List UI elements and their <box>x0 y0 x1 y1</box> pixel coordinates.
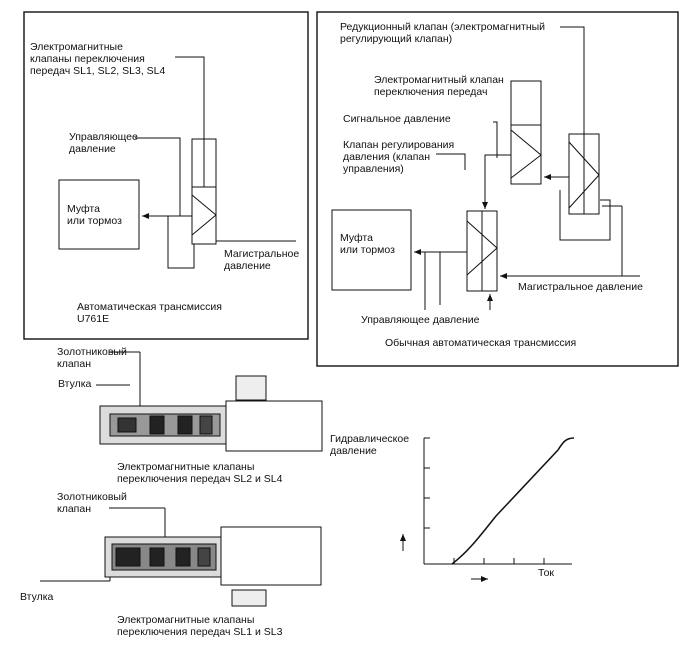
valve-photo-top <box>96 351 323 452</box>
graph-x-label: Ток <box>538 567 555 579</box>
valve-top-caption: Электромагнитные клапаны переключения пе… <box>117 461 283 485</box>
left-valve-diagram <box>58 56 296 269</box>
signal-pressure-label: Сигнальное давление <box>343 113 451 125</box>
regulating-valve-label: Клапан регулирования давления (клапан уп… <box>343 139 455 175</box>
right-line-pressure-label: Магистральное давление <box>518 281 643 293</box>
left-panel-frame <box>23 11 309 340</box>
sleeve-label-top: Втулка <box>58 378 92 390</box>
pressure-current-graph <box>400 437 575 582</box>
spool-label-top: Золотниковый клапан <box>57 346 127 370</box>
right-control-pressure-label: Управляющее давление <box>361 314 480 326</box>
reducing-valve-label: Редукционный клапан (электромагнитный ре… <box>340 21 546 45</box>
left-panel-caption: Автоматическая трансмиссия U761E <box>77 301 222 325</box>
left-control-pressure-label: Управляющее давление <box>69 131 138 155</box>
sleeve-label-bottom: Втулка <box>20 591 54 603</box>
right-panel-caption: Обычная автоматическая трансмиссия <box>385 337 577 349</box>
graph-y-label: Гидравлическое давление <box>330 433 410 457</box>
left-line-pressure-label: Магистральное давление <box>224 248 300 272</box>
shift-solenoid-label: Электромагнитный клапан переключения пер… <box>374 74 504 98</box>
right-panel-frame <box>316 11 679 367</box>
valve-photo-bottom <box>40 507 322 607</box>
left-clutch-brake-label: Муфта или тормоз <box>67 203 122 227</box>
left-solenoid-label: Электромагнитные клапаны переключения пе… <box>30 41 166 77</box>
valve-bottom-caption: Электромагнитные клапаны переключения пе… <box>117 614 283 638</box>
spool-label-bottom: Золотниковый клапан <box>57 491 127 515</box>
right-valve-diagram <box>331 26 640 310</box>
right-clutch-brake-label: Муфта или тормоз <box>340 232 395 256</box>
